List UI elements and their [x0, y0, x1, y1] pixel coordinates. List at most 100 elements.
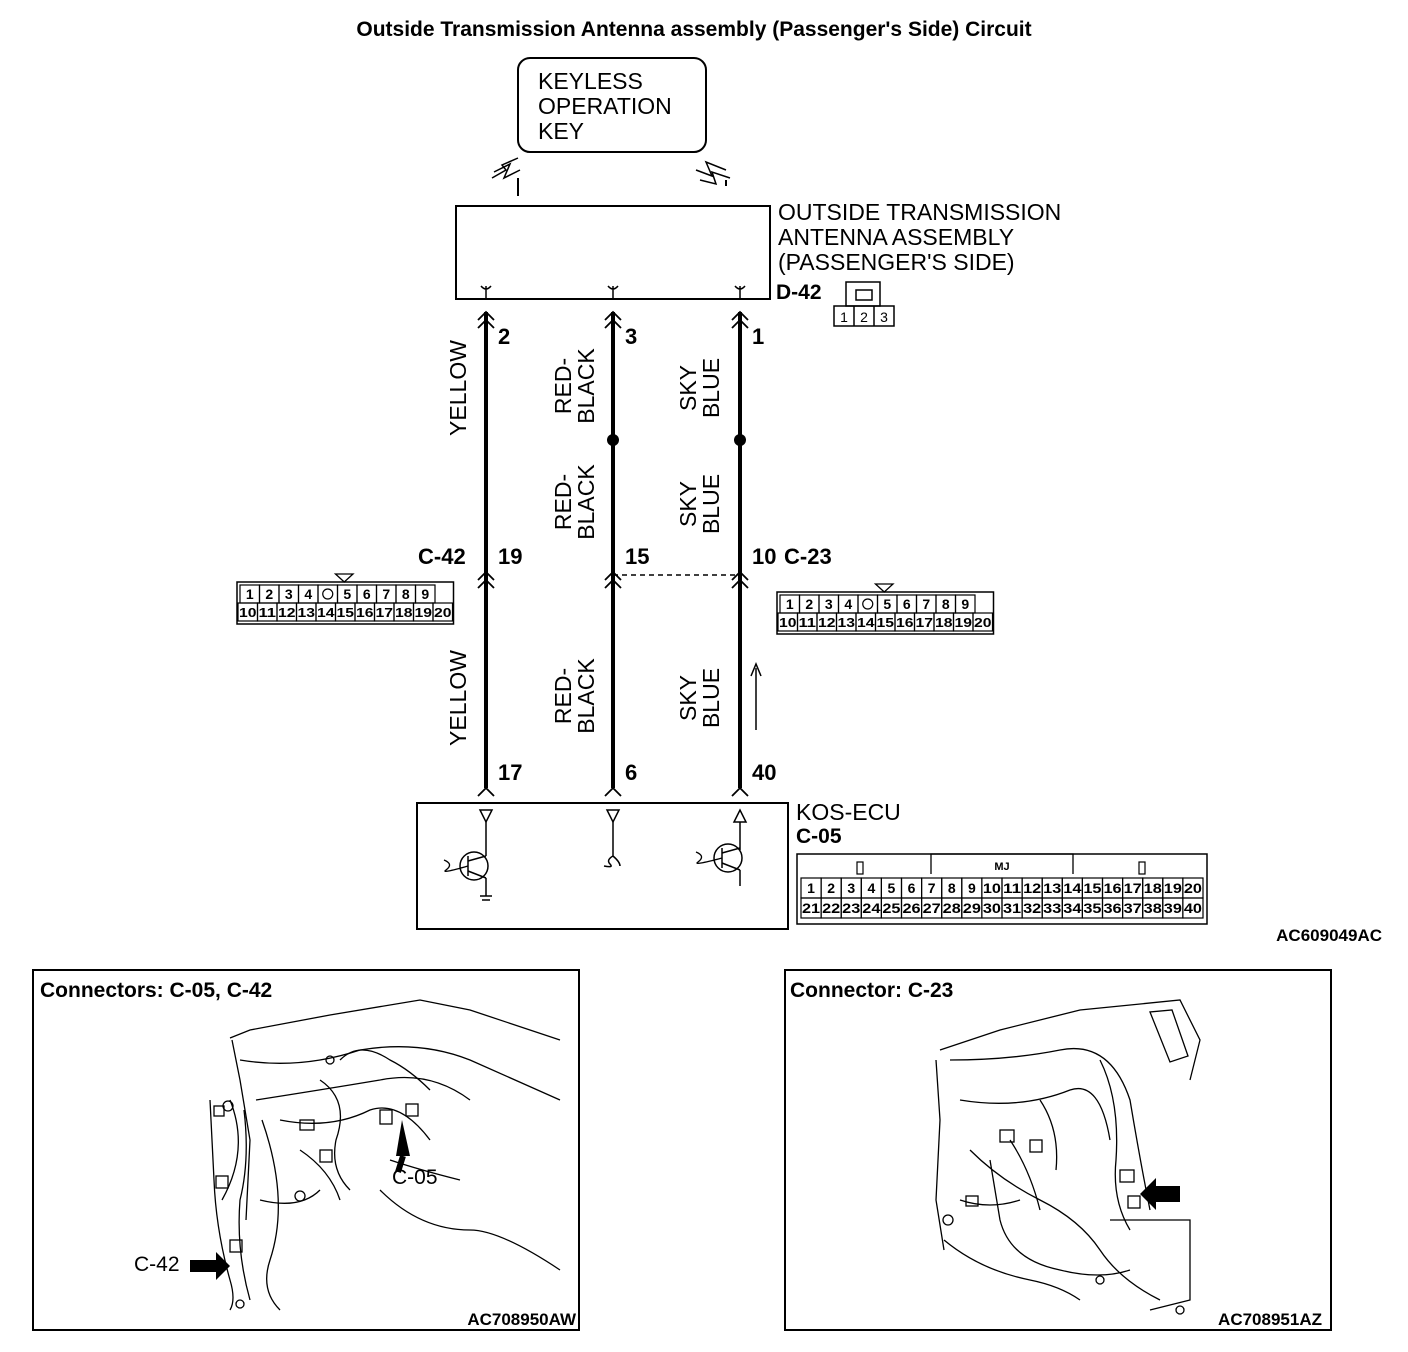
connector-pin-number: 16 — [356, 605, 374, 620]
connector-pin-number: 35 — [1083, 900, 1101, 916]
connector-pin-number: 17 — [376, 605, 394, 620]
connector-pin-number: 37 — [1124, 900, 1142, 916]
arrow-c42-icon — [190, 1252, 230, 1280]
connector-pin-number: 17 — [916, 615, 934, 630]
wire-pin-mid: 15 — [625, 544, 649, 569]
connector-pin-number: 7 — [922, 596, 930, 612]
wire-color-middle: SKY — [675, 481, 701, 527]
connector-latch — [873, 583, 895, 593]
connector-pin-number: 7 — [928, 880, 936, 896]
kos-ecu: KOS-ECU C-05 — [416, 799, 901, 930]
connector-pin-number: 18 — [935, 615, 953, 630]
connector-pin-number: 1 — [786, 596, 794, 612]
connector-pin-number: 6 — [363, 586, 371, 602]
c23-label: C-23 — [784, 544, 832, 569]
connector-pin-number: 33 — [1043, 900, 1061, 916]
connector-pin-number: 12 — [1023, 880, 1041, 896]
connector-marker: MJ — [994, 861, 1009, 873]
d42-pin: 3 — [880, 309, 888, 325]
connector-pin-number: 1 — [246, 586, 254, 602]
connector-pin-number: 19 — [1164, 880, 1182, 896]
c42-label: C-42 — [418, 544, 466, 569]
connector-pin-number: 5 — [888, 880, 896, 896]
connector-pin-number: 16 — [896, 615, 914, 630]
callout-c42: C-42 — [134, 1253, 180, 1276]
connector-pin-number: 21 — [802, 900, 820, 916]
panel-left-code: AC708950AW — [467, 1310, 577, 1329]
wire-color-middle: BLACK — [573, 464, 599, 540]
panel-connector-c23: Connector: C-23 AC708951AZ — [784, 969, 1332, 1331]
wire-color-lower: BLUE — [698, 668, 724, 728]
connector-pin-number: 13 — [838, 615, 856, 630]
wire-pin-top: 3 — [625, 324, 637, 349]
page-title: Outside Transmission Antenna assembly (P… — [356, 18, 1031, 41]
connector-pin-number: 28 — [943, 900, 961, 916]
panel-right-title: Connector: C-23 — [790, 979, 953, 1002]
connector-pin-cell — [972, 612, 994, 632]
connector-pin-number: 10 — [983, 880, 1001, 896]
connector-pin-number: 7 — [382, 586, 390, 602]
wire-color-lower: RED- — [550, 668, 576, 724]
connector-key-icon — [862, 598, 874, 610]
d42-pin: 1 — [840, 309, 848, 325]
connector-pin-number: 2 — [805, 596, 813, 612]
wire-color-upper: BLUE — [698, 358, 724, 418]
wire-pin-bottom: 40 — [752, 760, 776, 785]
connector-pin-number: 2 — [265, 586, 273, 602]
connector-pin-number: 11 — [799, 615, 817, 630]
connector-pin-number: 5 — [343, 586, 351, 602]
wire-color-upper: YELLOW — [445, 340, 471, 436]
wire-pin-bottom: 6 — [625, 760, 637, 785]
wire-color-middle: RED- — [550, 474, 576, 530]
figure-code: AC609049AC — [1276, 926, 1382, 945]
wire-pin-top: 1 — [752, 324, 764, 349]
connector-pin-number: 14 — [1063, 880, 1081, 896]
connector-pin-number: 15 — [337, 605, 355, 620]
connector-pin-number: 24 — [862, 900, 880, 916]
panel-connectors-c05-c42: Connectors: C-05, C-42 — [32, 969, 580, 1331]
ecu-name: KOS-ECU — [796, 799, 901, 825]
connector-pin-number: 26 — [903, 900, 921, 916]
connector-pin-number: 6 — [908, 880, 916, 896]
connector-pin-number: 4 — [844, 596, 852, 612]
connector-pin-number: 12 — [278, 605, 296, 620]
key-label-line-1: KEYLESS — [538, 68, 643, 94]
wire-pin-mid: 19 — [498, 544, 522, 569]
connector-pin-number: 20 — [1184, 880, 1202, 896]
connector-pin-cell — [432, 602, 454, 622]
connector-pin-cell — [857, 594, 879, 614]
connector-pin-number: 20 — [974, 615, 992, 630]
key-label-line-2: OPERATION — [538, 93, 672, 119]
wire-pin-mid: 10 — [752, 544, 776, 569]
connector-pin-cell — [317, 584, 339, 604]
connector-pin-number: 19 — [955, 615, 973, 630]
connector-pin-number: 36 — [1104, 900, 1122, 916]
connector-outline — [776, 591, 995, 635]
connector-pin-number: 9 — [421, 586, 429, 602]
radio-wave-icon — [491, 157, 731, 196]
connector-pin-number: 3 — [825, 596, 833, 612]
connector-outline — [236, 581, 455, 625]
connector-pin-number: 13 — [1043, 880, 1061, 896]
wire-red-black: 3 15 6 RED- BLACK RED- BLACK RED- BLACK — [550, 285, 649, 797]
connector-pin-number: 9 — [968, 880, 976, 896]
connector-pin-number: 12 — [818, 615, 836, 630]
connector-pin-number: 22 — [822, 900, 840, 916]
connector-pin-number: 14 — [857, 615, 875, 630]
connector-pin-number: 31 — [1003, 900, 1021, 916]
connector-pin-number: 32 — [1023, 900, 1041, 916]
connector-pin-number: 9 — [961, 596, 969, 612]
wire-color-lower: BLACK — [573, 658, 599, 734]
key-label-line-3: KEY — [538, 118, 584, 144]
connector-pin-number: 18 — [1144, 880, 1162, 896]
connector-pin-number: 10 — [779, 615, 797, 630]
antenna-label-line-2: ANTENNA ASSEMBLY — [778, 224, 1014, 250]
connector-pin-number: 13 — [298, 605, 316, 620]
connector-pin-number: 3 — [285, 586, 293, 602]
transistor-icon — [443, 822, 492, 901]
connector-pin-number: 1 — [807, 880, 815, 896]
dashboard-harness-drawing — [209, 999, 561, 1311]
connector-pin-number: 5 — [883, 596, 891, 612]
